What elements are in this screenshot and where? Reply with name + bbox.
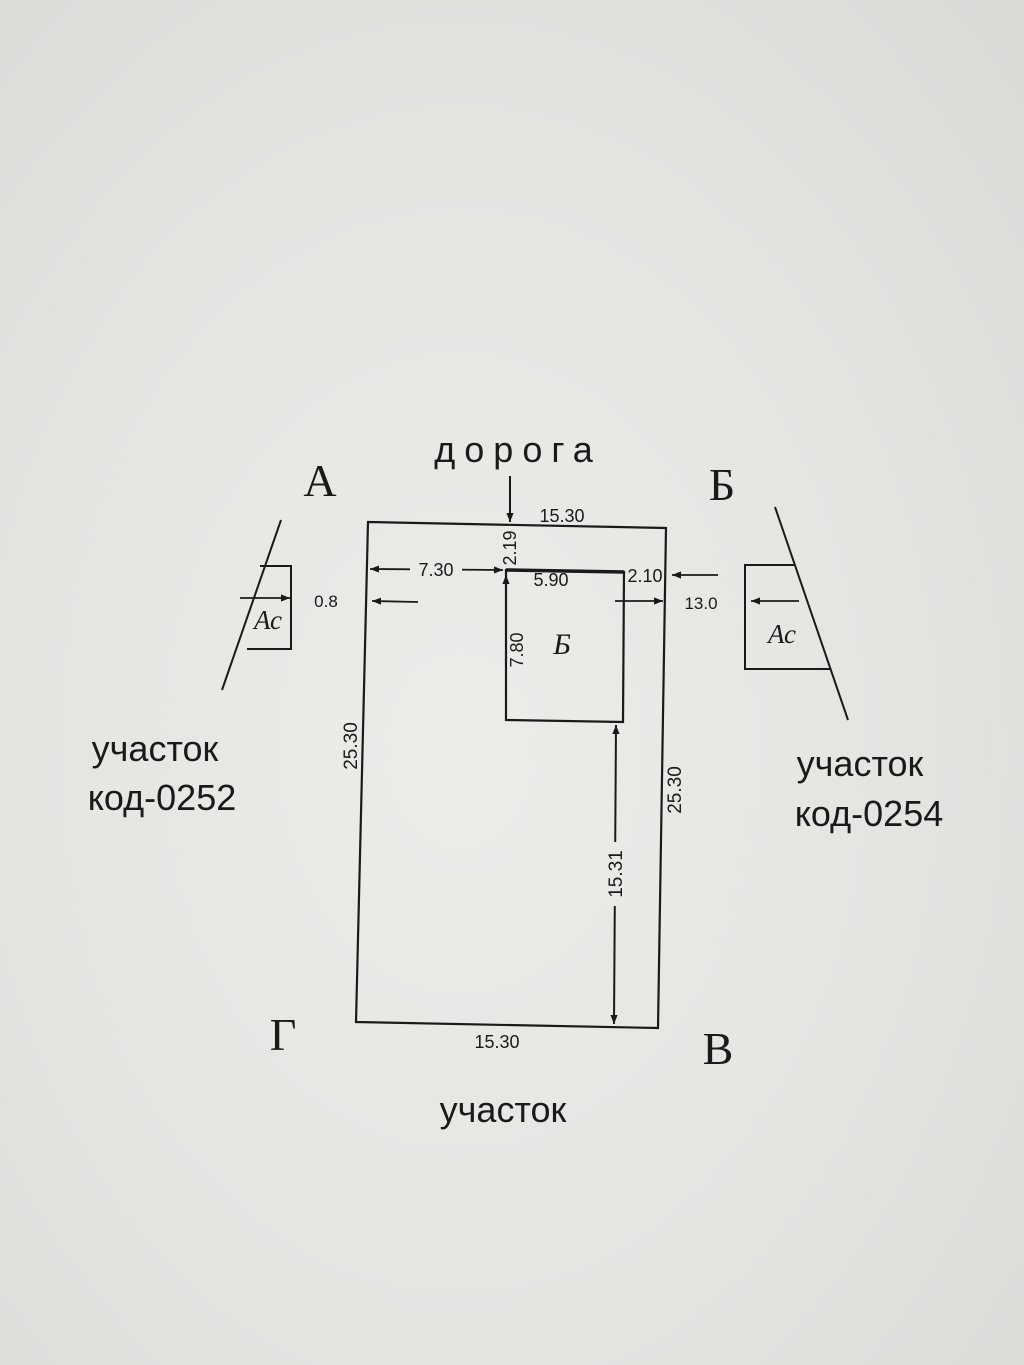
dim-left-to-building: 7.30 [418, 560, 453, 580]
building-front-wall [505, 568, 625, 574]
dim-building-to-bottom: 15.31 [606, 850, 627, 898]
dim-bottom-width: 15.30 [474, 1032, 519, 1052]
left-neighbor-label-line1: участок [92, 728, 219, 769]
corner-label-v: В [703, 1023, 734, 1074]
road-label: дорога [434, 429, 601, 470]
corner-label-g: Г [270, 1009, 297, 1060]
plot-boundary [354, 520, 668, 1030]
dim-top-width: 15.30 [539, 506, 584, 526]
right-neighbor-label-line2: код-0254 [795, 793, 943, 834]
dim-label-bg [410, 558, 462, 580]
dim-left-neighbor-gap: 0.8 [314, 592, 338, 611]
dim-label-bg [604, 842, 626, 906]
dim-building-width: 5.90 [533, 570, 568, 590]
dim-building-depth: 7.80 [507, 632, 527, 667]
dim-right-height: 25.30 [665, 766, 686, 814]
building-label: Б [552, 628, 571, 661]
corner-label-b: Б [709, 459, 735, 510]
bottom-neighbor-label: участок [440, 1089, 567, 1130]
left-neighbor-symbol: Ас [252, 605, 282, 635]
right-neighbor-boundary-line [774, 506, 849, 721]
left-neighbor-boundary-line [221, 519, 282, 691]
dim-building-to-right: 2.10 [627, 566, 662, 586]
left-neighbor-label-line2: код-0252 [88, 777, 236, 818]
left-gap-arrow [371, 597, 419, 605]
left-neighbor-structure [247, 565, 292, 650]
corner-label-a: А [303, 455, 336, 506]
dim-road-to-building: 2.19 [500, 530, 520, 565]
right-neighbor-label-line1: участок [797, 743, 924, 784]
dim-right-neighbor-gap: 13.0 [684, 594, 717, 613]
right-neighbor-symbol: Ас [766, 619, 796, 649]
right-neighbor-structure [744, 564, 830, 670]
dim-left-height: 25.30 [341, 722, 362, 770]
